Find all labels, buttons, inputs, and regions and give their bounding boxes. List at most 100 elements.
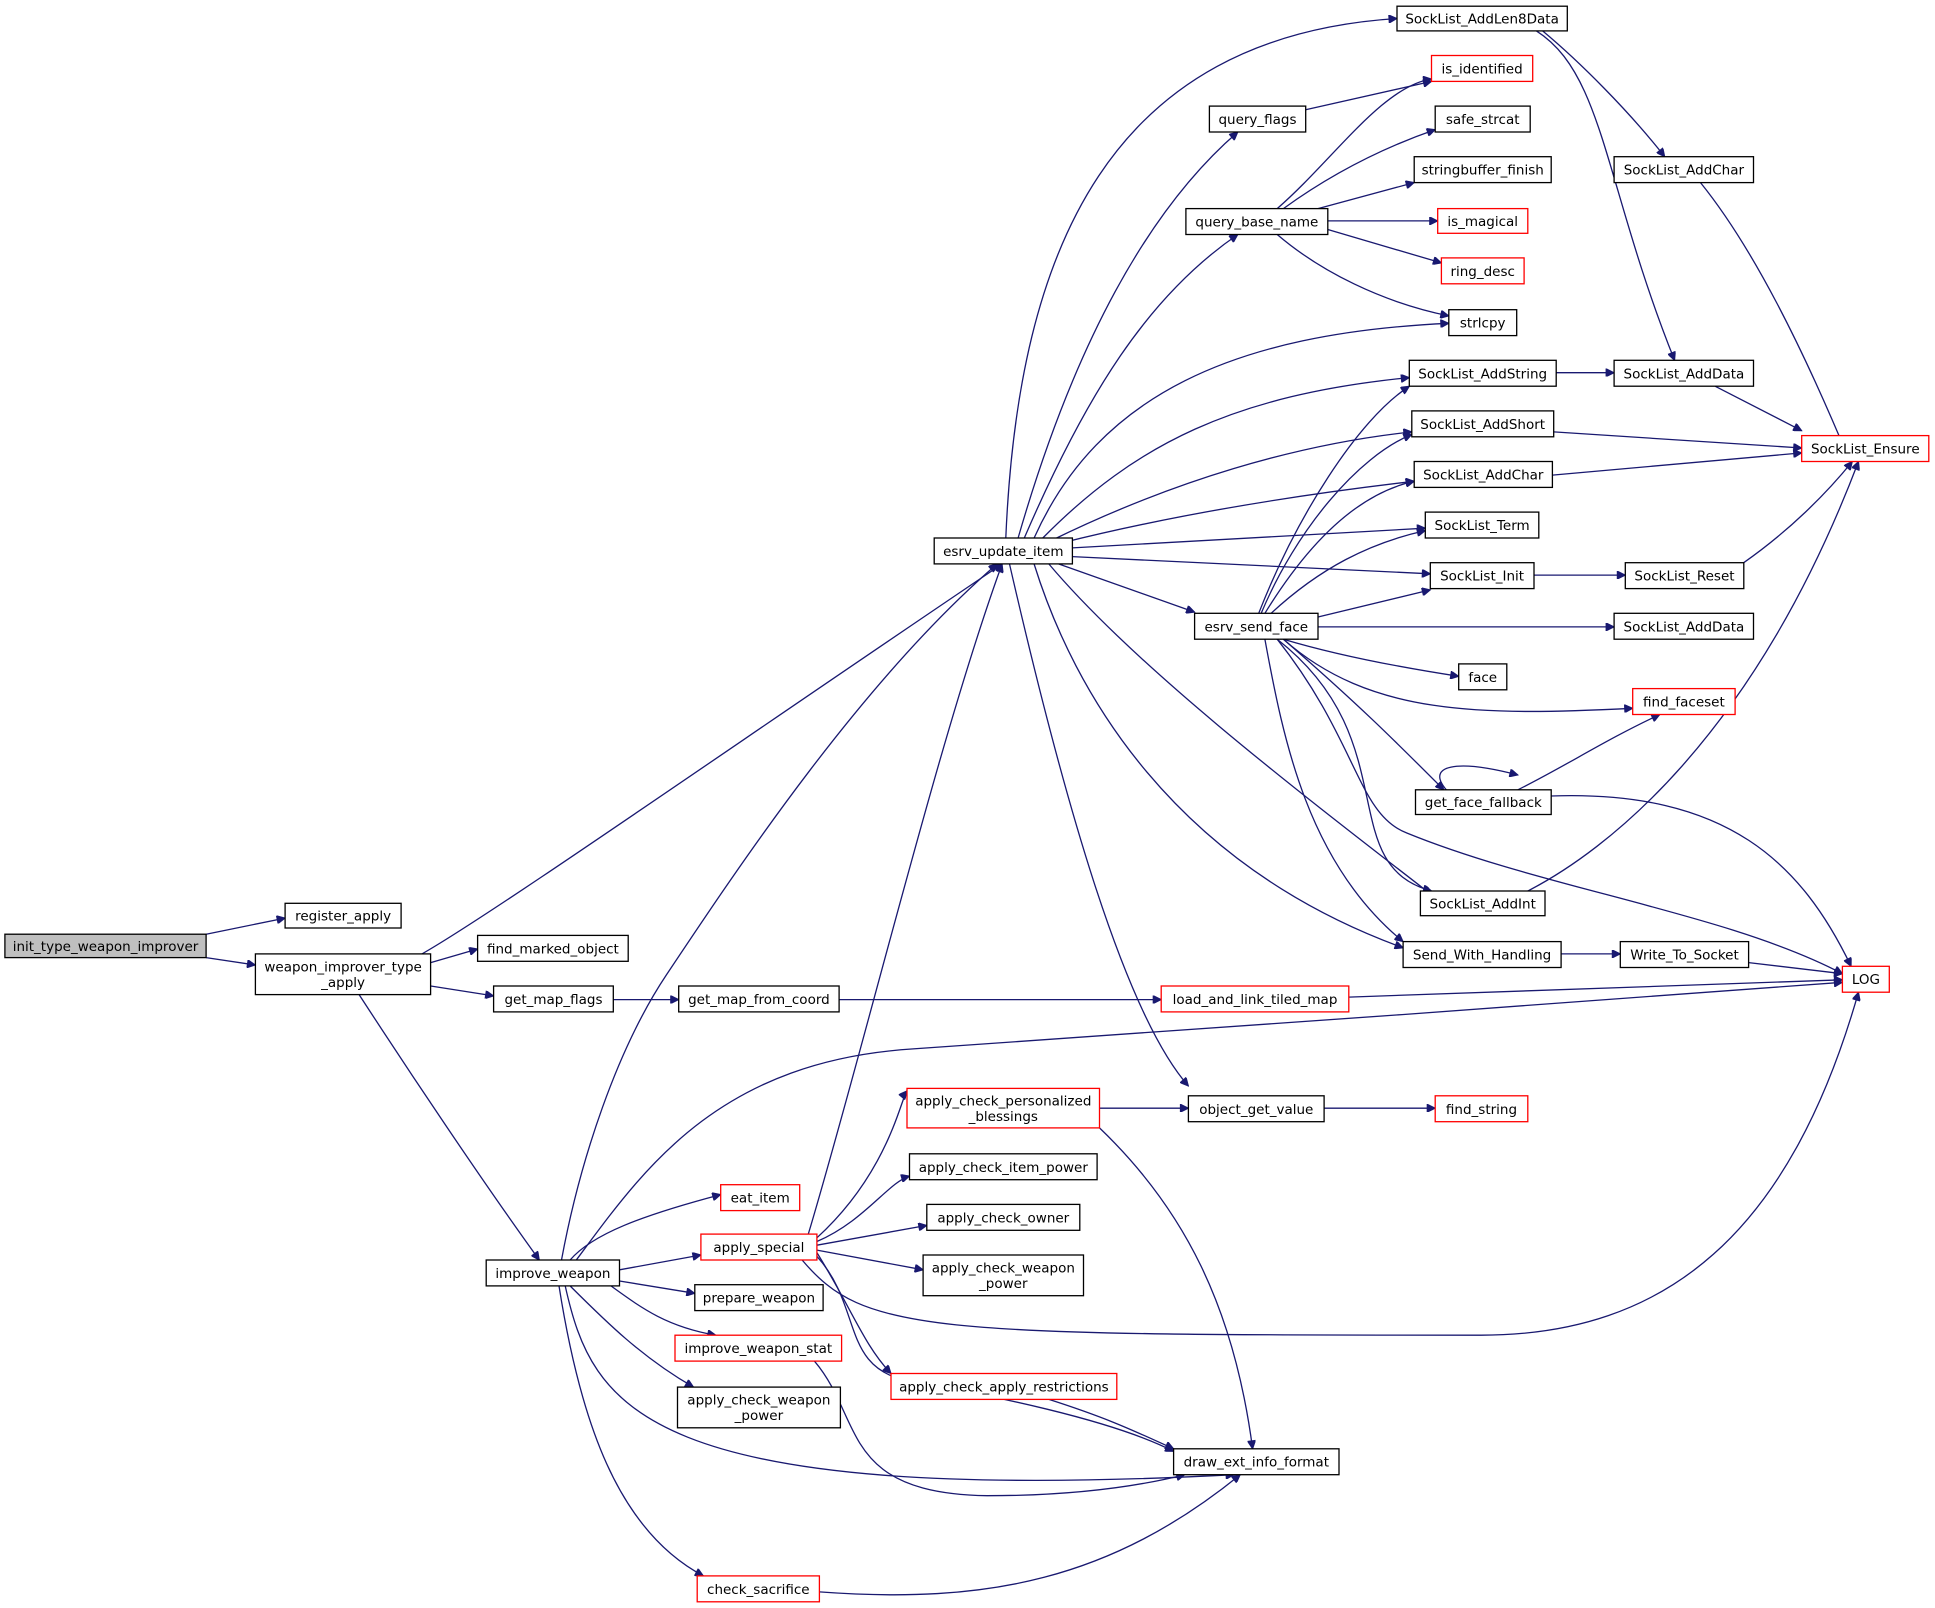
- call-edge: [816, 1176, 910, 1243]
- call-edge: [1051, 432, 1411, 542]
- node-sl-reset[interactable]: SockList_Reset: [1624, 562, 1745, 590]
- node-box: [1632, 687, 1736, 716]
- node-esrv-send-face[interactable]: esrv_send_face: [1193, 612, 1319, 640]
- node-label: find_marked_object: [487, 941, 619, 957]
- node-sl-term[interactable]: SockList_Term: [1424, 511, 1540, 539]
- node-box: [1187, 1095, 1325, 1123]
- call-edge: [1048, 1398, 1174, 1448]
- node-box: [1193, 612, 1319, 640]
- node-improve-weapon-stat[interactable]: improve_weapon_stat: [674, 1334, 843, 1362]
- node-box: [1613, 612, 1755, 640]
- call-edge: [358, 994, 539, 1260]
- node-label: esrv_send_face: [1204, 619, 1308, 635]
- node-sl-addstring[interactable]: SockList_AddString: [1408, 359, 1557, 387]
- node-box: [1613, 359, 1755, 387]
- call-edge: [816, 1225, 927, 1246]
- node-box: [1841, 965, 1890, 993]
- node-wita[interactable]: weapon_improver_type_apply: [254, 953, 432, 996]
- node-acar[interactable]: apply_check_apply_restrictions: [890, 1372, 1118, 1401]
- node-label: safe_strcat: [1446, 112, 1520, 128]
- node-label: esrv_update_item: [943, 544, 1063, 560]
- node-ring-desc[interactable]: ring_desc: [1440, 257, 1525, 285]
- node-box: [1624, 562, 1745, 590]
- node-log[interactable]: LOG: [1841, 965, 1890, 993]
- call-edge: [1551, 795, 1851, 967]
- node-label: get_face_fallback: [1425, 795, 1542, 811]
- node-label: ring_desc: [1450, 264, 1515, 280]
- call-edge: [1017, 132, 1238, 539]
- node-label: _apply: [320, 975, 365, 991]
- node-label: get_map_flags: [504, 992, 602, 1008]
- node-draw-ext-info-format[interactable]: draw_ext_info_format: [1172, 1448, 1340, 1476]
- node-esrv-update-item[interactable]: esrv_update_item: [933, 537, 1074, 565]
- node-sl-addshort[interactable]: SockList_AddShort: [1411, 410, 1555, 438]
- node-query-base-name[interactable]: query_base_name: [1185, 207, 1329, 236]
- node-sl-addint[interactable]: SockList_AddInt: [1419, 890, 1546, 917]
- node-is-identified[interactable]: is_identified: [1430, 54, 1534, 83]
- node-acpb[interactable]: apply_check_personalized_blessings: [906, 1087, 1101, 1129]
- node-box: [1430, 54, 1534, 83]
- node-box: [1413, 460, 1554, 489]
- call-edge: [619, 1255, 701, 1271]
- node-sl-ensure[interactable]: SockList_Ensure: [1801, 434, 1930, 463]
- node-find-marked-object[interactable]: find_marked_object: [476, 934, 629, 962]
- node-box: [890, 1372, 1118, 1401]
- node-get-map-from-coord[interactable]: get_map_from_coord: [678, 985, 840, 1013]
- node-is-magical[interactable]: is_magical: [1437, 207, 1529, 234]
- call-edge: [610, 1285, 716, 1335]
- node-safe-strcat[interactable]: safe_strcat: [1434, 105, 1531, 133]
- node-label: find_faceset: [1643, 695, 1725, 711]
- node-box: [284, 902, 402, 929]
- node-send-with-handling[interactable]: Send_With_Handling: [1402, 940, 1562, 969]
- node-sl-adddata-mid[interactable]: SockList_AddData: [1613, 612, 1755, 640]
- node-sl-init[interactable]: SockList_Init: [1429, 562, 1535, 590]
- node-check-sacrifice[interactable]: check_sacrifice: [696, 1575, 821, 1603]
- node-box: [922, 1254, 1085, 1297]
- node-eat-item[interactable]: eat_item: [720, 1184, 801, 1212]
- node-query-flags[interactable]: query_flags: [1208, 105, 1307, 133]
- node-sl-addlen8data[interactable]: SockList_AddLen8Data: [1396, 5, 1568, 32]
- node-get-map-flags[interactable]: get_map_flags: [492, 985, 614, 1013]
- call-edge: [1270, 531, 1425, 614]
- node-improve-weapon[interactable]: improve_weapon: [485, 1259, 621, 1287]
- node-box: [1413, 156, 1552, 184]
- node-get-face-fallback[interactable]: get_face_fallback: [1414, 789, 1552, 816]
- node-acwp-left[interactable]: apply_check_weapon_power: [676, 1386, 842, 1429]
- call-edge: [807, 564, 1002, 1235]
- node-root[interactable]: init_type_weapon_improver: [4, 933, 207, 959]
- node-label: SockList_Reset: [1634, 569, 1734, 585]
- node-box: [1208, 105, 1307, 133]
- node-face[interactable]: face: [1458, 663, 1508, 691]
- node-aco[interactable]: apply_check_owner: [926, 1203, 1081, 1231]
- node-write-to-socket[interactable]: Write_To_Socket: [1619, 940, 1750, 969]
- call-edge: [558, 1285, 703, 1577]
- node-find-string[interactable]: find_string: [1434, 1095, 1529, 1123]
- node-label: _power: [734, 1408, 784, 1424]
- node-box: [1801, 434, 1930, 463]
- node-prepare-weapon[interactable]: prepare_weapon: [694, 1284, 824, 1312]
- node-strlcpy[interactable]: strlcpy: [1448, 309, 1518, 337]
- call-edge: [1023, 235, 1238, 539]
- call-edge: [1072, 528, 1425, 549]
- node-find-faceset[interactable]: find_faceset: [1632, 687, 1736, 716]
- node-stringbuffer-finish[interactable]: stringbuffer_finish: [1413, 156, 1552, 184]
- node-apply-special[interactable]: apply_special: [700, 1233, 818, 1261]
- node-acwp-right[interactable]: apply_check_weapon_power: [922, 1254, 1085, 1297]
- node-register-apply[interactable]: register_apply: [284, 902, 402, 929]
- node-sl-adddata-top[interactable]: SockList_AddData: [1613, 359, 1755, 387]
- call-edge: [1276, 638, 1842, 975]
- node-label: init_type_weapon_improver: [13, 939, 199, 955]
- node-box: [476, 934, 629, 962]
- node-sl-addchar-mid[interactable]: SockList_AddChar: [1413, 460, 1554, 489]
- node-label: apply_check_personalized: [915, 1093, 1091, 1109]
- node-object-get-value[interactable]: object_get_value: [1187, 1095, 1325, 1123]
- node-acip[interactable]: apply_check_item_power: [908, 1153, 1098, 1181]
- call-edge: [1099, 1127, 1253, 1449]
- node-sl-addchar-top[interactable]: SockList_AddChar: [1613, 156, 1755, 184]
- call-edge: [1743, 462, 1853, 564]
- call-edge: [569, 1285, 693, 1387]
- node-label: _blessings: [968, 1109, 1038, 1125]
- call-edge: [816, 1249, 923, 1270]
- node-load-and-link-tiled-map[interactable]: load_and_link_tiled_map: [1160, 985, 1350, 1013]
- node-box: [4, 933, 207, 959]
